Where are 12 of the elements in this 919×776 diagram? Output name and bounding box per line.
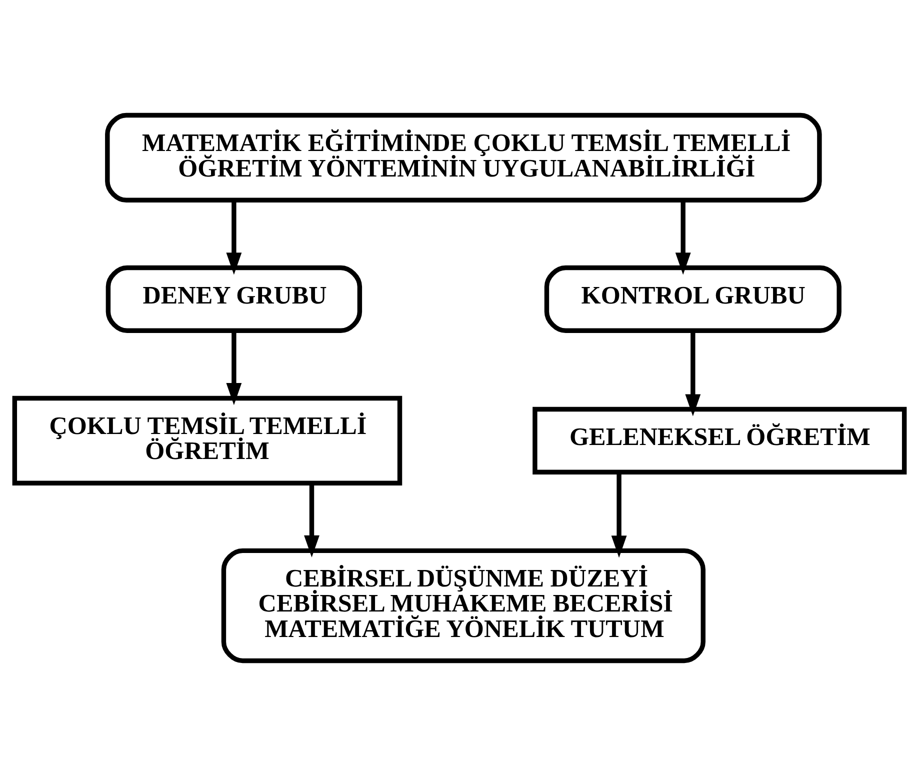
node-box: MATEMATİK EĞİTİMİNDE ÇOKLU TEMSİL TEMELLİ ÖĞRETİM YÖNTEMİNİN UYGULANABİLİRLİĞİ (105, 112, 822, 203)
node-box: GELENEKSEL ÖĞRETİM (532, 406, 907, 474)
arrow (611, 472, 627, 558)
node-box: CEBİRSEL DÜŞÜNME DÜZEYİ CEBİRSEL MUHAKEME BECERİSİ MATEMATİĞE YÖNELİK TUTUM (221, 548, 706, 664)
node-box: DENEY GRUBU (106, 265, 362, 333)
arrow (304, 483, 320, 558)
node-box: KONTROL GRUBU (544, 265, 842, 333)
arrow (226, 200, 242, 275)
arrow (226, 331, 242, 406)
arrow (685, 331, 701, 416)
arrow (675, 200, 691, 275)
node-box: ÇOKLU TEMSİL TEMELLİ ÖĞRETİM (12, 396, 402, 486)
